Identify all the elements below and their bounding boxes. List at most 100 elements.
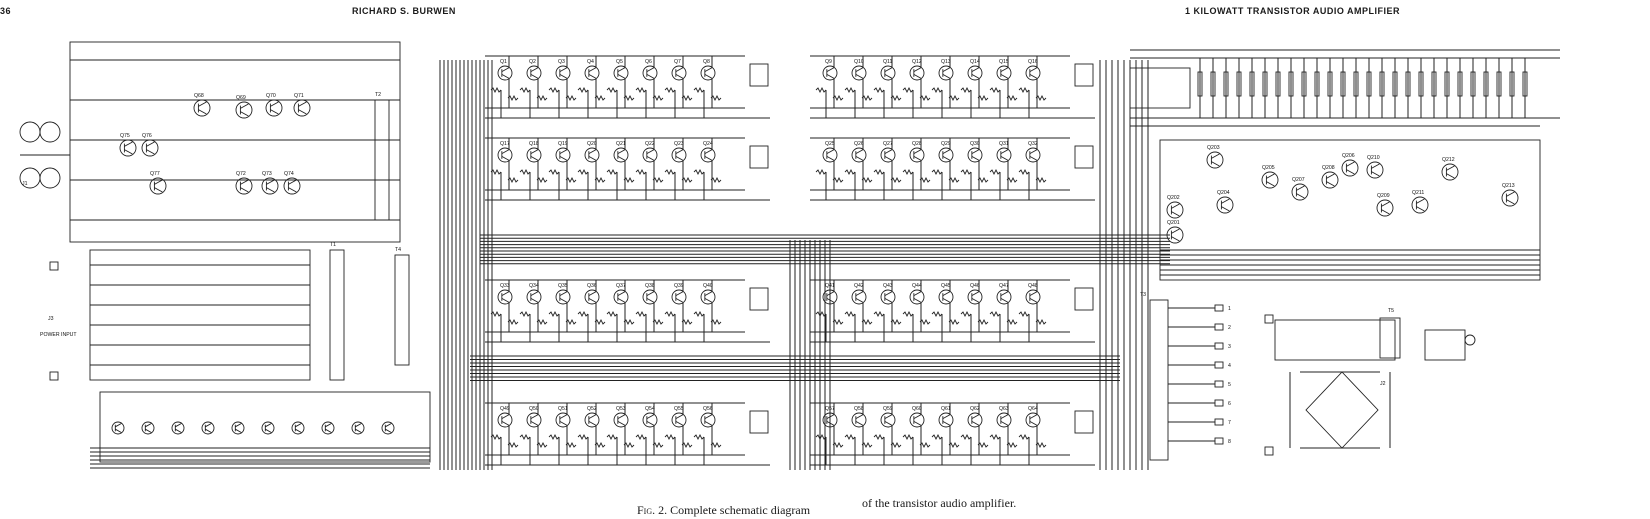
transistor-symbol [880, 289, 896, 305]
wire [704, 298, 713, 303]
transistor-symbol [700, 65, 716, 81]
transistor-symbol [526, 289, 542, 305]
wire [826, 291, 835, 296]
wire [971, 414, 980, 419]
resistor-symbol [902, 168, 914, 176]
wire [154, 187, 163, 193]
wire [288, 187, 297, 193]
transistor-symbol [261, 421, 275, 435]
transistor-symbol [171, 421, 185, 435]
output-terminal [1214, 304, 1224, 312]
transistor-label: Q32 [1028, 141, 1038, 147]
wire [501, 414, 510, 419]
resistor-symbol [890, 94, 902, 102]
transistor-symbol [497, 147, 513, 163]
transistor-label: Q7 [674, 59, 681, 65]
input-connector [39, 121, 61, 143]
wire [1029, 67, 1038, 72]
transistor-symbol [1166, 226, 1184, 244]
resistor-symbol [536, 94, 548, 102]
transistor-symbol [671, 65, 687, 81]
transistor-label: Q27 [883, 141, 893, 147]
resistor-symbol [681, 94, 693, 102]
bridge-section-frame [1159, 139, 1541, 281]
resistor-symbol [635, 168, 647, 176]
wire [1266, 173, 1275, 179]
transistor-symbol [671, 412, 687, 428]
fuse-resistor [1197, 71, 1203, 97]
fuse-resistor [1379, 71, 1385, 97]
transistor-symbol [584, 65, 600, 81]
wire [205, 423, 212, 428]
wire [588, 291, 597, 296]
resistor-symbol [832, 318, 844, 326]
wire [1000, 298, 1009, 303]
transistor-label: Q13 [941, 59, 951, 65]
wire [855, 156, 864, 161]
wire [884, 298, 893, 303]
transistor-label: Q2 [529, 59, 536, 65]
fuse-resistor [1327, 71, 1333, 97]
transistor-symbol [996, 412, 1012, 428]
wire [675, 414, 684, 419]
transistor-symbol [291, 421, 305, 435]
terminal-label: 4 [1228, 363, 1231, 369]
wire [530, 149, 539, 154]
transformer-T1 [329, 249, 345, 381]
fuse-resistor [1405, 71, 1411, 97]
transistor-label: Q42 [854, 283, 864, 289]
fuse-resistor [1288, 71, 1294, 97]
transistor-label: Q14 [970, 59, 980, 65]
resistor-symbol [565, 176, 577, 184]
wire [175, 428, 182, 433]
transistor-symbol [700, 412, 716, 428]
wire [884, 149, 893, 154]
transistor-symbol [1501, 189, 1519, 207]
fuse-resistor [1392, 71, 1398, 97]
transformer-label: T4 [395, 247, 401, 253]
resistor-symbol [681, 176, 693, 184]
resistor-symbol [815, 86, 827, 94]
resistor-symbol [873, 310, 885, 318]
resistor-symbol [507, 441, 519, 449]
resistor-symbol [873, 168, 885, 176]
transistor-symbol [1291, 183, 1309, 201]
wire [1000, 291, 1009, 296]
wire [1171, 228, 1180, 234]
fuse-resistor [1340, 71, 1346, 97]
transistor-label: Q204 [1217, 190, 1230, 196]
output-resistor-block [749, 287, 769, 311]
wire [646, 74, 655, 79]
transistor-symbol [584, 147, 600, 163]
wire [942, 291, 951, 296]
transistor-label: Q56 [703, 406, 713, 412]
fuse-resistor [1353, 71, 1359, 97]
terminal-label: 5 [1228, 382, 1231, 388]
resistor-symbol [844, 168, 856, 176]
wire [1029, 156, 1038, 161]
resistor-symbol [861, 441, 873, 449]
transistor-symbol [996, 289, 1012, 305]
transistor-symbol [642, 289, 658, 305]
resistor-symbol [490, 86, 502, 94]
resistor-symbol [490, 168, 502, 176]
wire [198, 101, 207, 107]
wire [1346, 169, 1355, 175]
transistor-label: Q30 [970, 141, 980, 147]
transistor-label: Q72 [236, 171, 246, 177]
wire [1000, 414, 1009, 419]
transistor-symbol [497, 412, 513, 428]
wire [115, 423, 122, 428]
resistor-symbol [1018, 86, 1030, 94]
transistor-symbol [642, 65, 658, 81]
transistor-symbol [141, 139, 159, 157]
transistor-symbol [321, 421, 335, 435]
resistor-symbol [873, 86, 885, 94]
transistor-label: Q22 [645, 141, 655, 147]
transistor-label: Q4 [587, 59, 594, 65]
wire [913, 67, 922, 72]
wire [1029, 298, 1038, 303]
wire [530, 421, 539, 426]
transistor-label: Q24 [703, 141, 713, 147]
wire [826, 156, 835, 161]
